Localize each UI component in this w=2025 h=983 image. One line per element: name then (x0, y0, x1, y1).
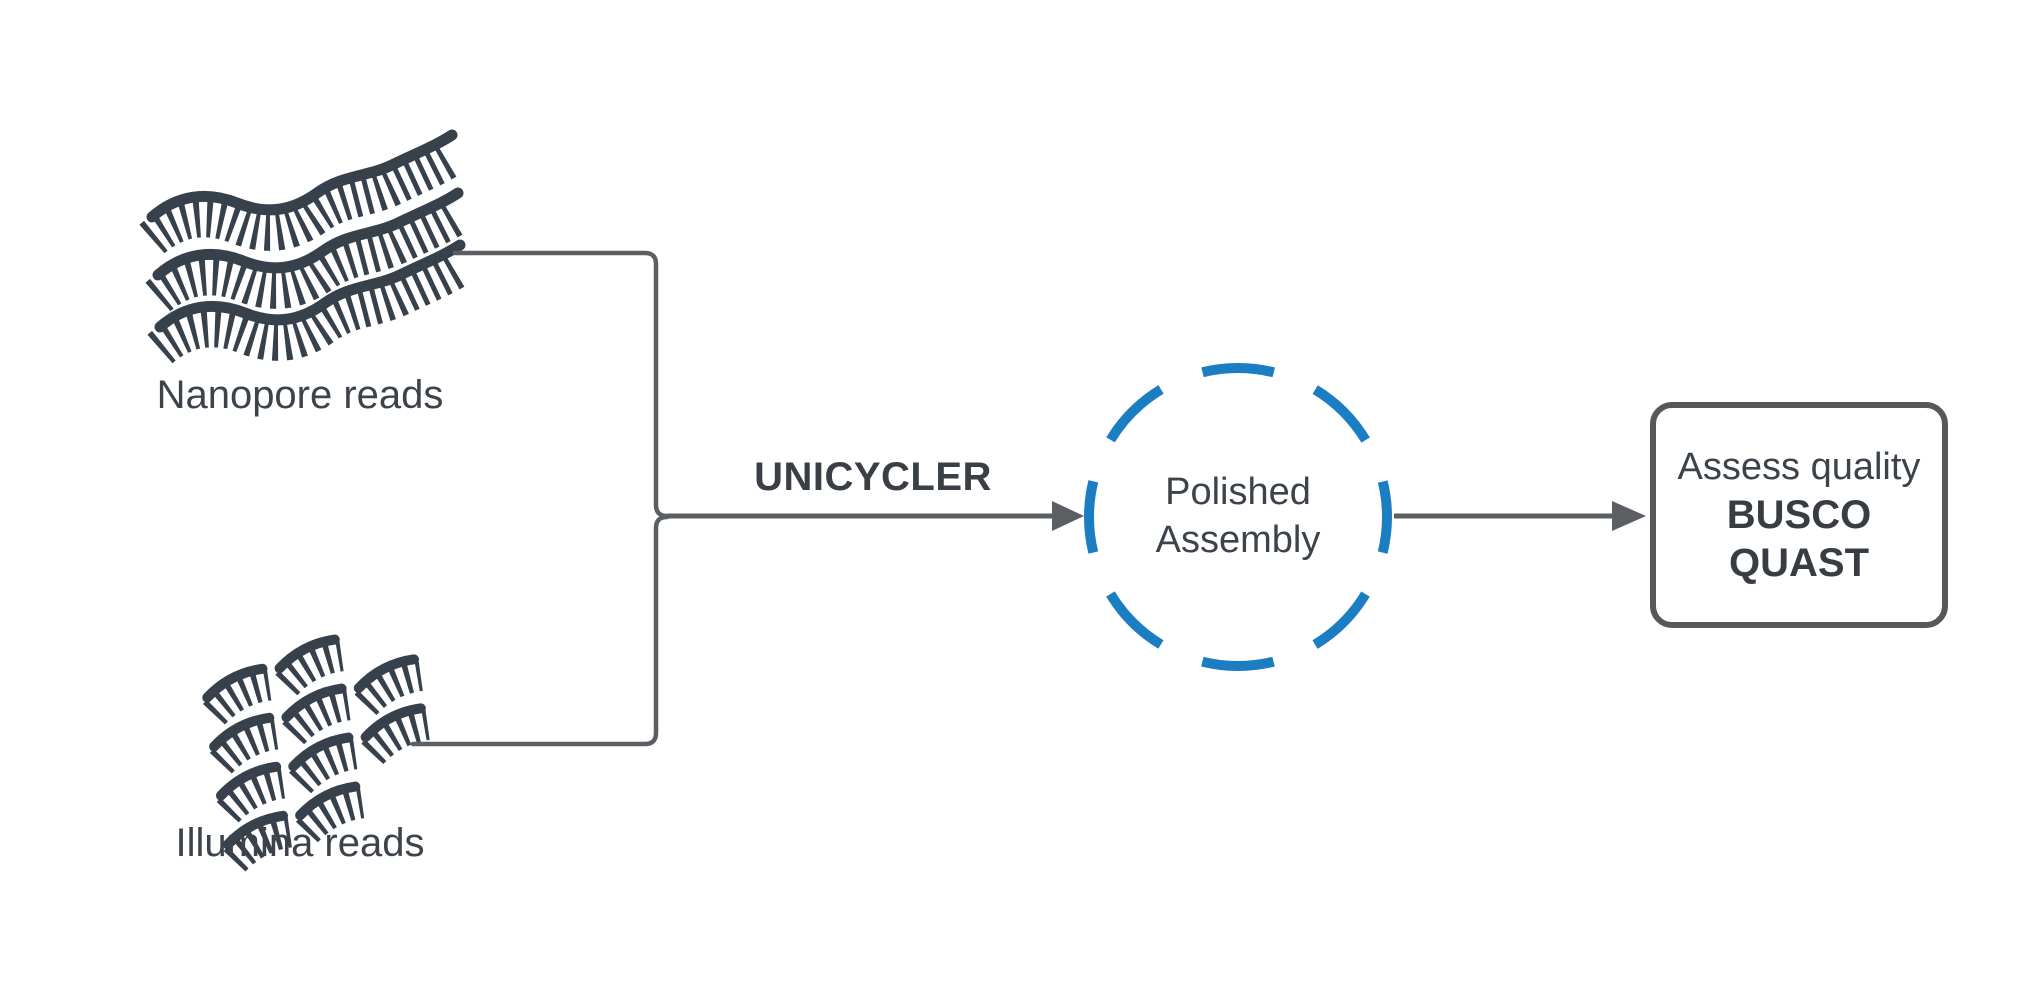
merge-connector (410, 250, 670, 747)
illumina-reads-label: Illumina reads (175, 821, 425, 865)
quast-tool-label: QUAST (1729, 541, 1869, 585)
polished-assembly-line1: Polished (1165, 471, 1311, 513)
busco-tool-label: BUSCO (1726, 493, 1872, 537)
nanopore-reads-label: Nanopore reads (156, 373, 444, 417)
polished-assembly-label: Polished Assembly (1088, 468, 1388, 564)
assess-quality-box: Assess quality BUSCO QUAST (1650, 402, 1948, 628)
arrowhead-icon (1612, 501, 1646, 531)
assessment-arrow (1394, 501, 1646, 531)
polished-assembly-circle (1084, 363, 1392, 671)
polished-assembly-line2: Assembly (1155, 519, 1321, 561)
assembly-arrow (667, 501, 1084, 531)
arrowhead-icon (1052, 501, 1084, 531)
unicycler-step-label: UNICYCLER (754, 455, 992, 499)
assess-quality-title: Assess quality (1677, 446, 1921, 488)
nanopore-reads-icon (152, 135, 460, 349)
